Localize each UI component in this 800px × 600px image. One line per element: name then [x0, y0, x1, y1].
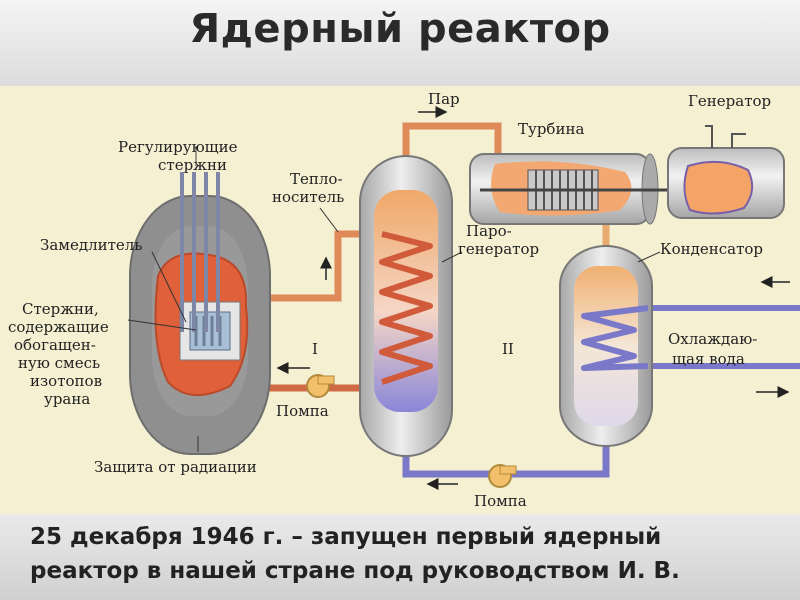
- page-title: Ядерный реактор: [189, 6, 611, 52]
- label-fuel-rods-3: обогащен-: [14, 336, 96, 354]
- label-fuel-rods-4: ную смесь: [18, 354, 100, 372]
- caption-line-2: реактор в нашей стране под руководством …: [30, 558, 680, 584]
- label-coolant-2: носитель: [272, 188, 344, 206]
- label-steam-generator-1: Паро-: [466, 222, 512, 240]
- label-steam-generator-2: генератор: [458, 240, 539, 258]
- label-coolant-1: Тепло-: [290, 170, 343, 188]
- caption-line-1: 25 декабря 1946 г. – запущен первый ядер…: [30, 524, 662, 550]
- flow-arrows: [276, 106, 790, 490]
- label-fuel-rods-5: изотопов: [30, 372, 102, 390]
- label-radiation-shield: Защита от радиации: [94, 458, 257, 476]
- caption: 25 декабря 1946 г. – запущен первый ядер…: [30, 520, 770, 588]
- label-fuel-rods-2: содержащие: [8, 318, 109, 336]
- label-fuel-rods-6: урана: [44, 390, 90, 408]
- caption-bar: [0, 514, 800, 600]
- condenser-coil: [581, 305, 649, 371]
- generator-rotor: [683, 160, 754, 215]
- generator-terminals: [705, 125, 746, 148]
- title-bar: [0, 0, 800, 86]
- label-cooling-water-2: щая вода: [672, 350, 745, 368]
- label-steam: Пар: [428, 90, 460, 108]
- primary-hot-pipe: [262, 230, 362, 302]
- label-loop-1: I: [312, 340, 318, 358]
- label-turbine: Турбина: [518, 120, 584, 138]
- label-pump-2: Помпа: [474, 492, 527, 510]
- secondary-pump: [488, 464, 517, 488]
- label-cooling-water-1: Охлаждаю-: [668, 330, 757, 348]
- reactor-diagram: Пар Турбина Генератор Регулирующие стерж…: [8, 90, 800, 510]
- label-control-rods-2: стержни: [158, 156, 227, 174]
- steam-generator-coil: [379, 231, 433, 385]
- label-loop-2: II: [502, 340, 514, 358]
- label-moderator: Замедлитель: [40, 236, 142, 254]
- leader-lines: [127, 207, 661, 452]
- steam-pipe: [402, 122, 502, 172]
- label-pump-1: Помпа: [276, 402, 329, 420]
- label-fuel-rods-1: Стержни,: [22, 300, 99, 318]
- primary-pump: [306, 374, 335, 398]
- label-control-rods-1: Регулирующие: [118, 138, 238, 156]
- control-rods: [180, 172, 220, 332]
- label-condenser: Конденсатор: [660, 240, 763, 258]
- label-generator: Генератор: [688, 92, 771, 110]
